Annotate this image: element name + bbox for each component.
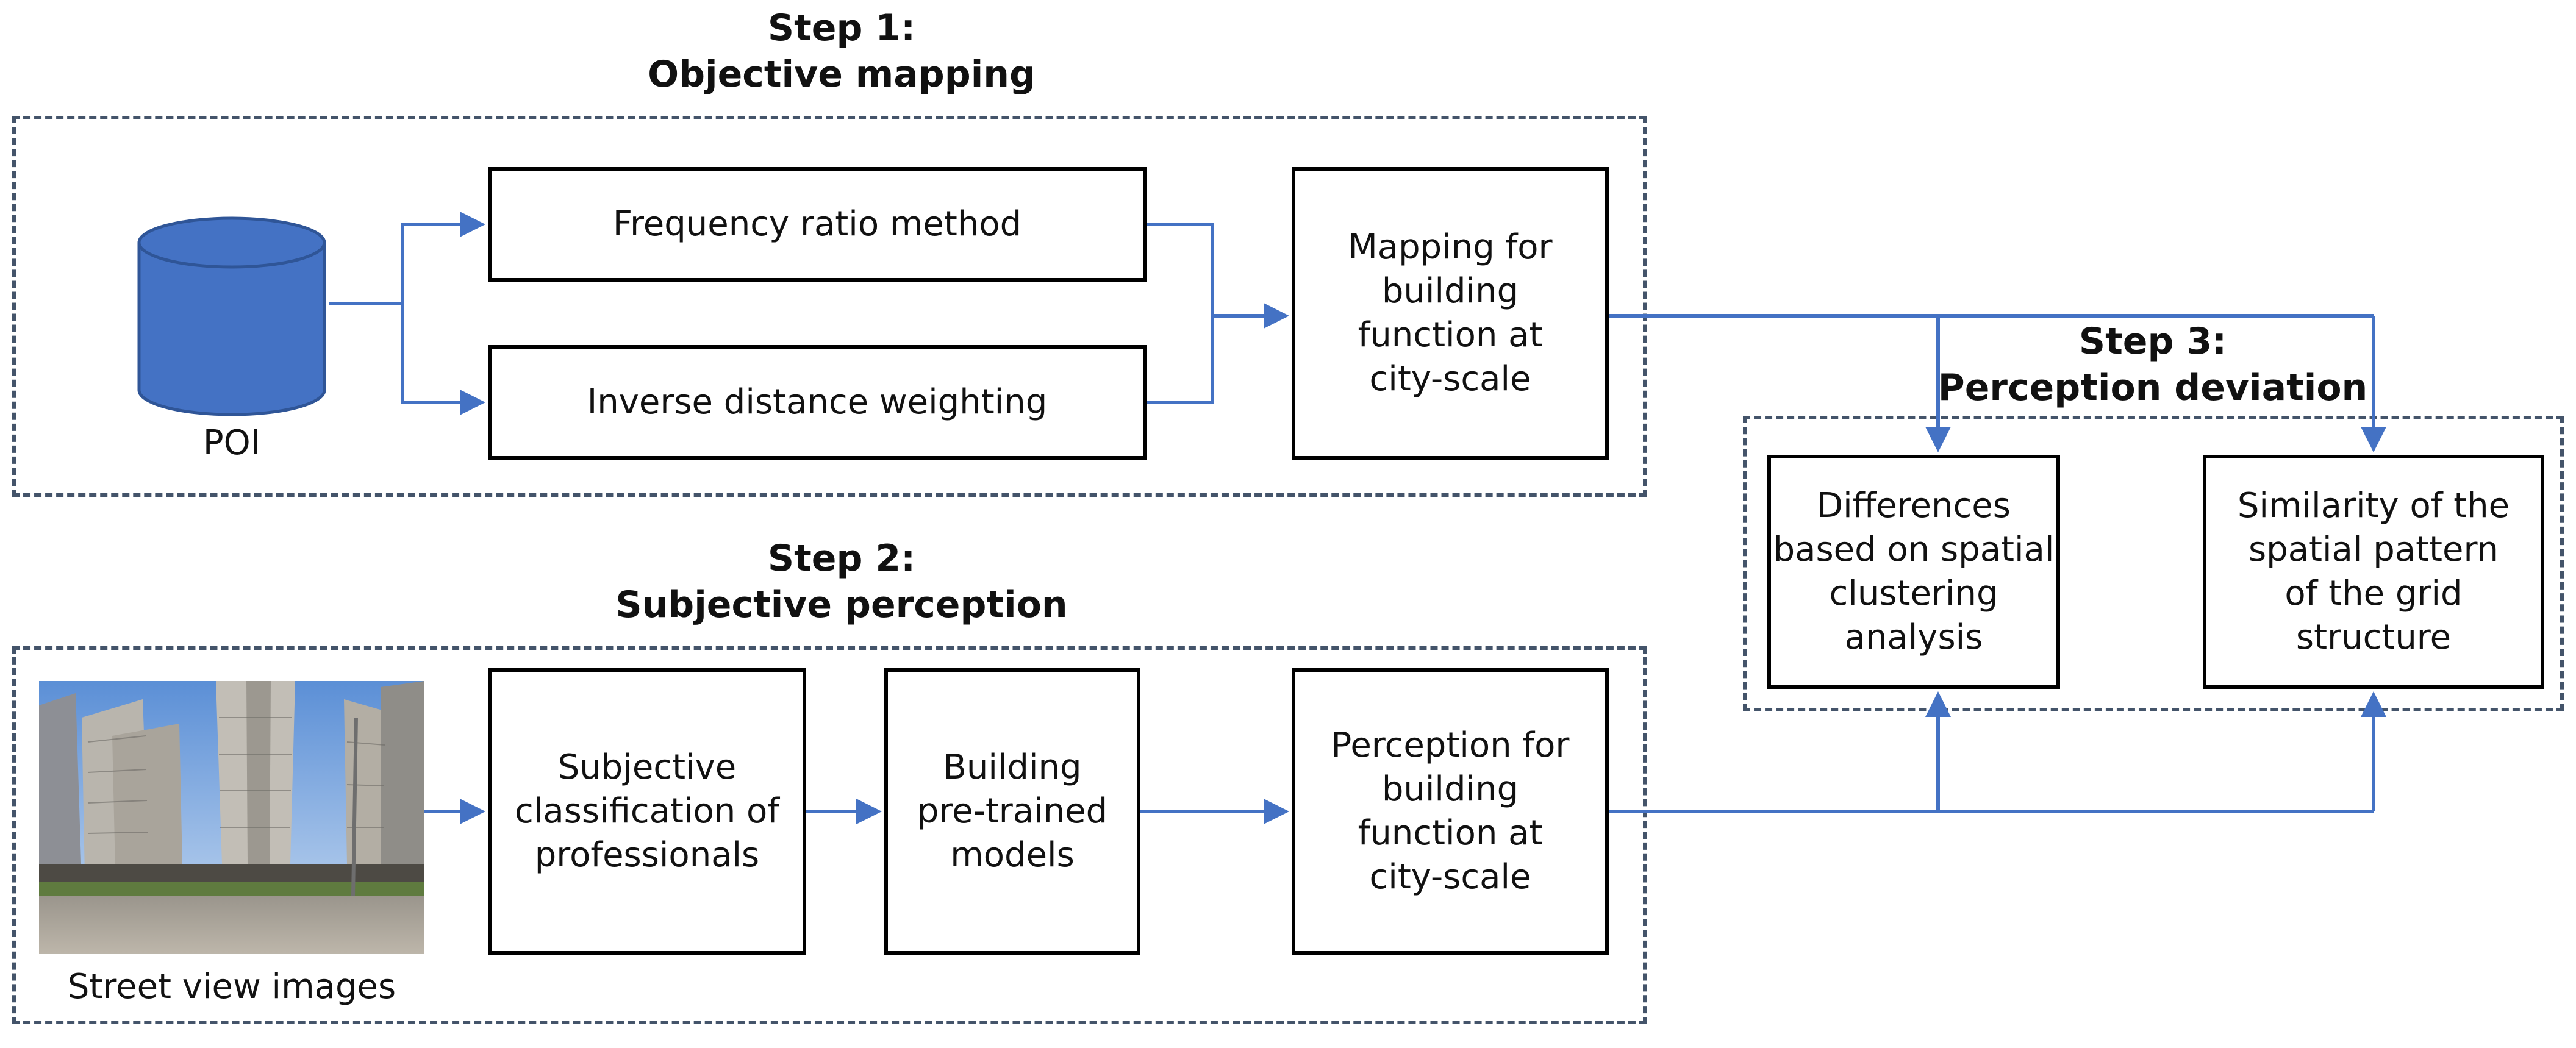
similarity-label: Similarity of the spatial pattern of the… <box>2237 486 2510 657</box>
street-view-label: Street view images <box>67 967 396 1007</box>
street-view-photo <box>39 681 424 954</box>
step3-heading: Step 3: Perception deviation <box>1915 318 2391 411</box>
differences-label: Differences based on spatial clustering … <box>1773 486 2055 657</box>
pretrained-models-box: Building pre-trained models <box>884 668 1140 955</box>
idw-box: Inverse distance weighting <box>488 345 1147 460</box>
step2-number: Step 2: <box>767 537 916 580</box>
step3-title: Perception deviation <box>1937 366 2368 409</box>
step3-group <box>1743 416 2564 711</box>
step2-heading: Step 2: Subjective perception <box>585 535 1098 628</box>
mapping-label: Mapping for building function at city-sc… <box>1348 227 1553 399</box>
step1-number: Step 1: <box>767 7 916 49</box>
step2-title: Subjective perception <box>615 583 1068 626</box>
similarity-box: Similarity of the spatial pattern of the… <box>2203 455 2544 689</box>
database-cylinder-icon <box>137 216 326 416</box>
subjective-classification-label: Subjective classification of professiona… <box>515 747 779 875</box>
step1-group <box>12 116 1647 497</box>
pretrained-models-label: Building pre-trained models <box>917 747 1108 875</box>
perception-box: Perception for building function at city… <box>1292 668 1609 955</box>
differences-box: Differences based on spatial clustering … <box>1767 455 2060 689</box>
step1-heading: Step 1: Objective mapping <box>585 5 1098 98</box>
frequency-ratio-label: Frequency ratio method <box>612 204 1022 244</box>
poi-label: POI <box>202 423 261 463</box>
step1-title: Objective mapping <box>648 53 1036 96</box>
step3-number: Step 3: <box>2078 320 2227 363</box>
idw-label: Inverse distance weighting <box>587 382 1048 422</box>
step2-group <box>12 646 1647 1024</box>
mapping-box: Mapping for building function at city-sc… <box>1292 167 1609 460</box>
subjective-classification-box: Subjective classification of professiona… <box>488 668 806 955</box>
perception-label: Perception for building function at city… <box>1331 725 1570 897</box>
frequency-ratio-box: Frequency ratio method <box>488 167 1147 282</box>
